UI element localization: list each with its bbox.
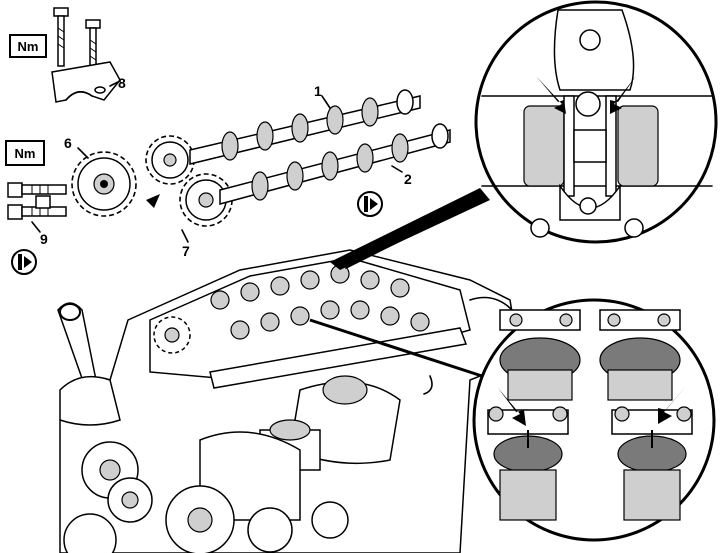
callout-1: 1 [314, 83, 322, 99]
camshaft-adjuster-sprocket [145, 135, 233, 227]
leader-1 [321, 95, 331, 109]
pointer-arrow-icon [132, 194, 160, 222]
pointer-arrow-icon [658, 386, 686, 424]
callout-8: 8 [118, 75, 126, 91]
leader-9 [31, 221, 41, 233]
camshaft-sprocket [71, 151, 137, 217]
note-symbol-icon [11, 249, 37, 275]
detail-view-bearing-alignment [474, 0, 718, 244]
detail-view-cam-lobes [472, 298, 716, 542]
callout-9: 9 [40, 231, 48, 247]
camshaft-exhaust [219, 123, 451, 205]
pointer-arrow-icon [536, 76, 566, 114]
leader-8 [109, 81, 119, 87]
note-symbol-icon [357, 191, 383, 217]
pointer-arrow-icon [610, 76, 636, 114]
detail-connector-bottom [309, 318, 483, 378]
engine-assembly [57, 249, 521, 553]
torque-label-mid: Nm [15, 146, 36, 161]
torque-badge-top: Nm [9, 34, 47, 58]
callout-2: 2 [404, 171, 412, 187]
bearing-cap [51, 61, 121, 103]
detail-connector-top [330, 188, 490, 270]
callout-6: 6 [64, 135, 72, 151]
sprocket-bolts [7, 182, 67, 220]
leader-2 [391, 165, 403, 173]
bearing-cap-bolts [53, 7, 101, 79]
leader-6 [77, 147, 89, 159]
torque-label-top: Nm [18, 39, 39, 54]
leader-7 [181, 229, 189, 243]
callout-7: 7 [182, 243, 190, 259]
torque-badge-mid: Nm [5, 140, 45, 166]
camshaft-intake [189, 89, 421, 165]
pointer-arrow-icon [498, 388, 526, 426]
